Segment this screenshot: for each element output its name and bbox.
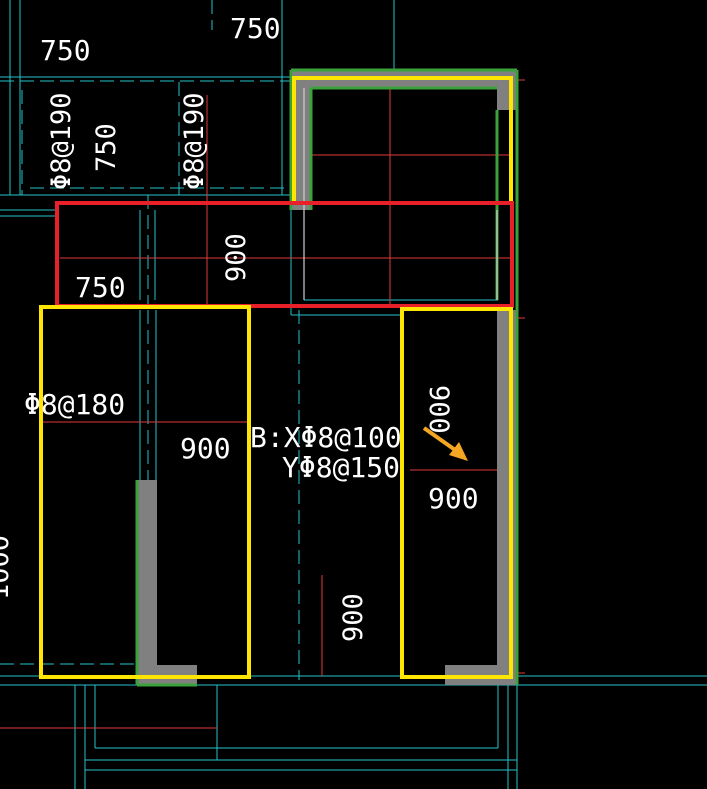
vertical-dimension-left: 750 xyxy=(91,123,122,172)
left-rebar-label: Φ8@180 xyxy=(24,388,125,421)
left-edge-dimension: 1000 xyxy=(0,535,15,600)
red-box-dimension-900: 900 xyxy=(221,233,252,282)
top-center-dimension: 750 xyxy=(230,12,281,45)
yellow-highlight-left xyxy=(39,305,251,679)
white-outline-lines xyxy=(303,88,498,300)
top-left-dimension: 750 xyxy=(40,34,91,67)
rebar-label-middle: Φ8@190 xyxy=(179,92,210,190)
red-box-dimension-750: 750 xyxy=(75,271,126,304)
right-dimension-900: 900 xyxy=(428,482,479,515)
red-highlight-middle xyxy=(55,201,514,308)
yellow-highlight-top-right xyxy=(292,76,513,205)
right-vertical-dimension: 900 xyxy=(423,385,454,434)
arrow-down-right-icon xyxy=(422,426,468,461)
slab-note-line-2: YΦ8@150 xyxy=(282,451,400,484)
bottom-vertical-dimension: 900 xyxy=(338,593,369,642)
yellow-highlight-right xyxy=(400,307,513,679)
rebar-label-left: Φ8@190 xyxy=(46,92,77,190)
slab-note-line-1: B:XΦ8@100 xyxy=(250,421,402,454)
left-dimension-900: 900 xyxy=(180,432,231,465)
